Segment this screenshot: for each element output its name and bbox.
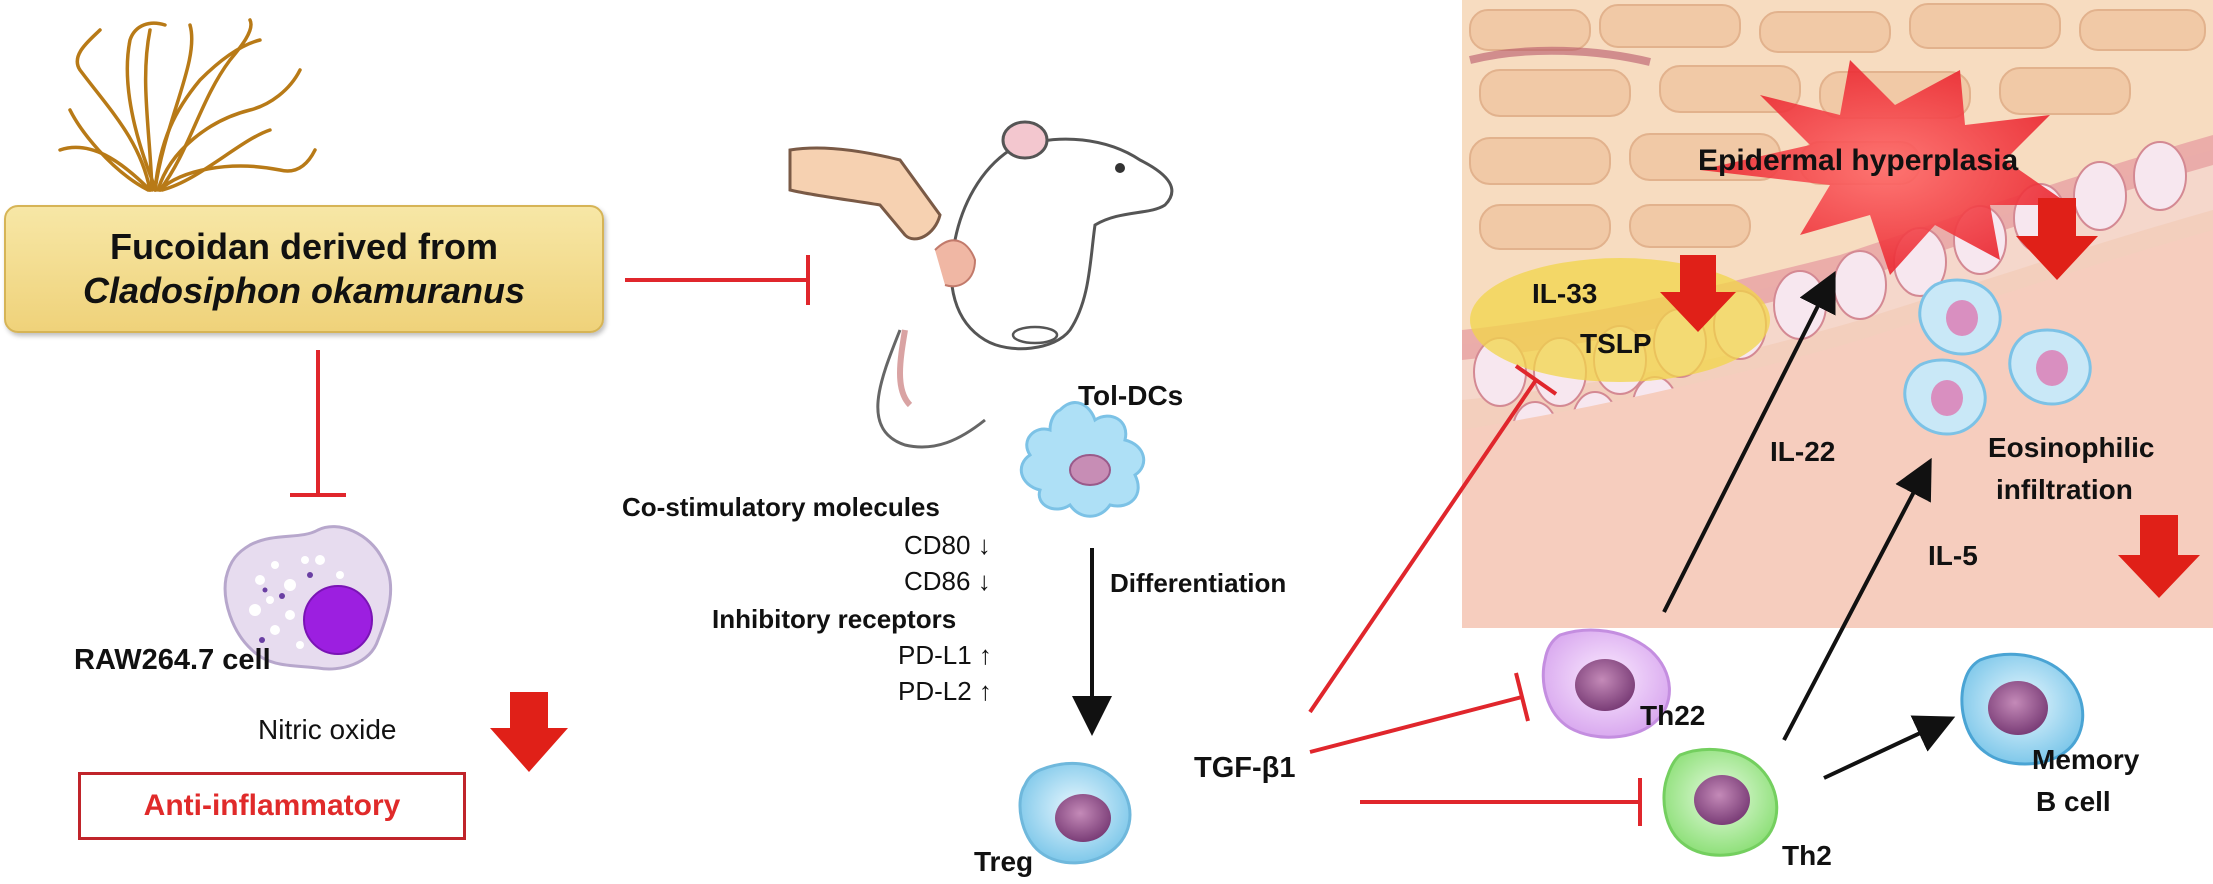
- fucoidan-species: Cladosiphon okamuranus: [82, 270, 526, 311]
- cd86-label: CD86 ↓: [904, 566, 991, 596]
- inhibit-th2-arrow: [1360, 778, 1642, 826]
- raw-cell-label: RAW264.7 cell: [74, 644, 271, 676]
- memory-label: Memory: [2032, 744, 2140, 775]
- eosinophil-icons: [1903, 278, 2092, 436]
- il33-label: IL-33: [1532, 278, 1598, 309]
- th2-label: Th2: [1782, 840, 1832, 871]
- cd80-label: CD80 ↓: [904, 530, 991, 560]
- nitric-oxide-label: Nitric oxide: [258, 714, 397, 745]
- hyperplasia-burst: [1700, 60, 2070, 275]
- activation-arrows: [1072, 270, 1956, 780]
- il5-arrow: [1782, 457, 1932, 741]
- pdl2-label: PD-L2 ↑: [898, 676, 992, 706]
- costim-header: Co-stimulatory molecules: [622, 492, 940, 522]
- tol-dc-icon: [1019, 401, 1146, 518]
- tgf-beta-label: TGF-β1: [1194, 752, 1296, 784]
- alarmin-glow: [1470, 258, 1770, 382]
- inhibit-alarmin-arrow: [1308, 364, 1558, 714]
- il5-label: IL-5: [1928, 540, 1978, 571]
- eosinophil-decrease-icon: [2118, 515, 2200, 598]
- hyperplasia-decrease-icon: [2016, 198, 2098, 280]
- fucoidan-title: Fucoidan derived from: [109, 226, 499, 267]
- seaweed-illustration: [58, 18, 317, 192]
- nitric-oxide-decrease-icon: [490, 692, 568, 772]
- tslp-label: TSLP: [1580, 328, 1652, 359]
- mouse-illustration: [788, 120, 1174, 449]
- pdl1-label: PD-L1 ↑: [898, 640, 992, 670]
- il22-arrow: [1662, 270, 1836, 613]
- th2-to-memory-b-arrow: [1823, 715, 1956, 780]
- memory-b-cell-icon: [1960, 652, 2085, 766]
- inhibitory-header: Inhibitory receptors: [712, 604, 957, 634]
- treg-cell-icon: [1018, 761, 1132, 865]
- alarmin-decrease-icon: [1660, 255, 1736, 332]
- treg-label: Treg: [974, 846, 1034, 877]
- inhibit-raw-cell-arrow: [290, 350, 346, 497]
- b-cell-label: B cell: [2036, 786, 2111, 817]
- th2-cell-icon: [1662, 747, 1779, 857]
- differentiation-label: Differentiation: [1110, 568, 1287, 598]
- fucoidan-box: Fucoidan derived from Cladosiphon okamur…: [4, 205, 604, 333]
- il22-label: IL-22: [1770, 436, 1836, 467]
- anti-inflammatory-label: Anti-inflammatory: [143, 789, 401, 822]
- eosinophilic-label: Eosinophilic: [1988, 432, 2155, 463]
- th22-cell-icon: [1541, 628, 1671, 739]
- inhibit-th22-arrow: [1309, 672, 1530, 754]
- inhibition-arrows: [290, 255, 1642, 826]
- tol-dc-label: Tol-DCs: [1078, 380, 1184, 411]
- decrease-arrows: [490, 198, 2200, 772]
- raw264-cell-icon: [223, 525, 393, 671]
- hyperplasia-label: Epidermal hyperplasia: [1698, 144, 2019, 177]
- infiltration-label: infiltration: [1996, 474, 2133, 505]
- th22-label: Th22: [1640, 700, 1706, 731]
- anti-inflammatory-box: Anti-inflammatory: [78, 772, 466, 840]
- inhibit-mouse-arrow: [625, 255, 810, 305]
